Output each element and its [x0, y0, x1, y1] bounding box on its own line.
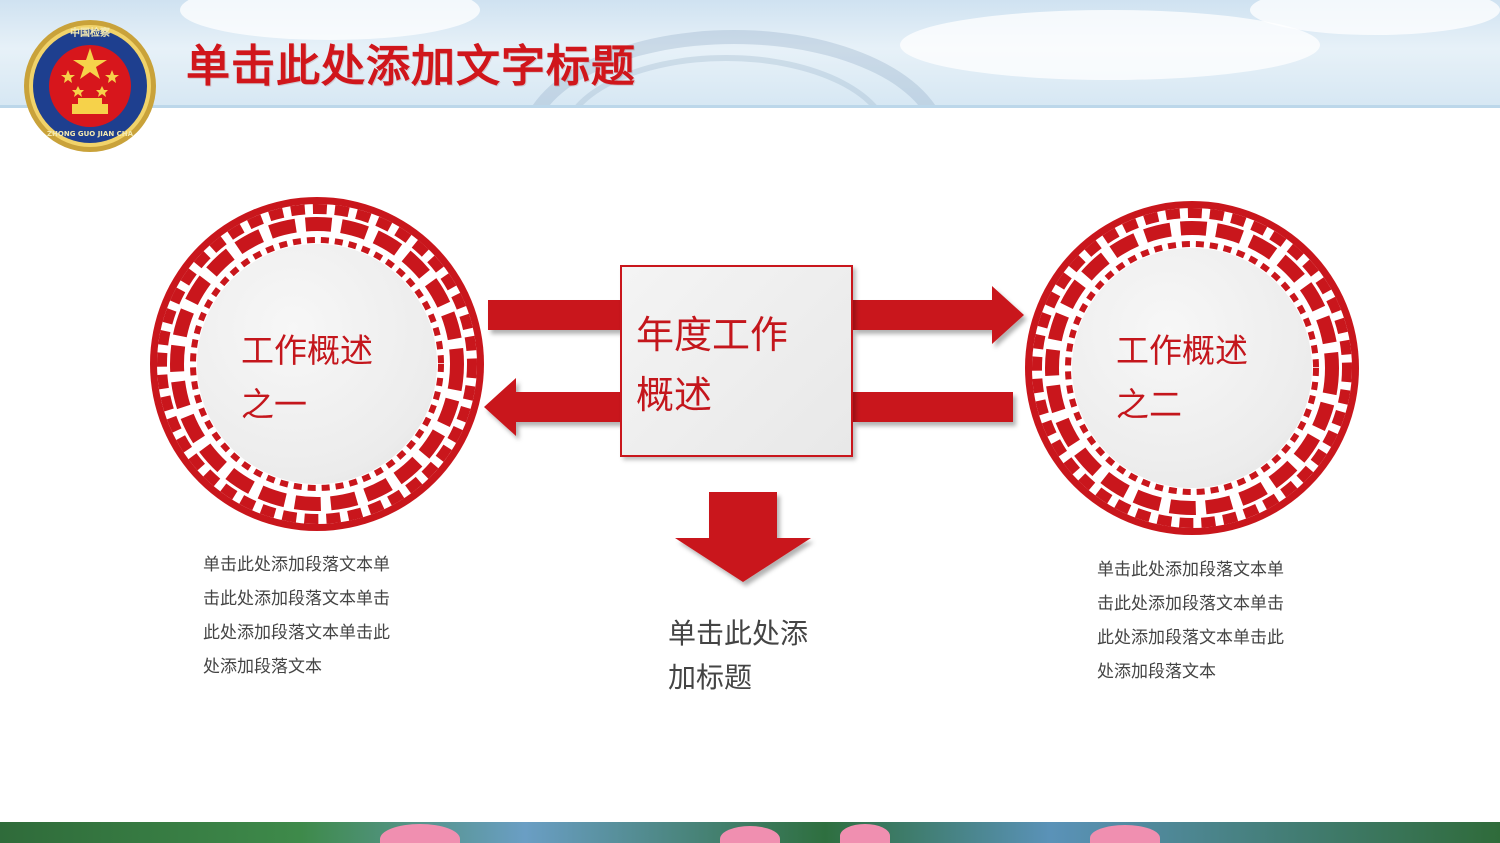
center-box-title[interactable]: 年度工作 概述 — [636, 313, 789, 417]
center-subtitle[interactable]: 单击此处添 加标题 — [668, 617, 809, 694]
emblem-ring-text: ZHONG GUO JIAN CHA — [46, 130, 134, 138]
lotus-decoration — [720, 826, 780, 843]
left-paragraph[interactable]: 单击此处添加段落文本单 击此处添加段落文本单击 此处添加段落文本单击此 处添加段… — [203, 555, 390, 677]
lotus-decoration — [380, 824, 460, 843]
medal-label-left[interactable]: 工作概述 之一 — [241, 331, 373, 424]
lotus-decoration — [1090, 825, 1160, 843]
procuratorate-emblem-logo: 中国检察 ZHONG GUO JIAN CHA — [22, 18, 158, 154]
medal-center-disc — [197, 244, 437, 484]
cloud-decoration — [900, 10, 1320, 80]
arrow-down — [675, 492, 811, 582]
papercut-medal-right: 工作概述 之二 — [1022, 198, 1362, 538]
arrow-right — [853, 286, 1024, 344]
right-paragraph[interactable]: 单击此处添加段落文本单 击此处添加段落文本单击 此处添加段落文本单击此 处添加段… — [1097, 560, 1284, 682]
arrow-bar-left-top — [488, 300, 620, 330]
footer-lotus-strip — [0, 822, 1500, 843]
center-summary-box: 年度工作 概述 — [620, 265, 853, 457]
medal-label-right[interactable]: 工作概述 之二 — [1116, 331, 1248, 424]
arrow-left — [484, 378, 620, 436]
medal-center-disc — [1072, 248, 1312, 488]
papercut-medal-left: 工作概述 之一 — [147, 194, 487, 534]
header-banner — [0, 0, 1500, 108]
emblem-top-text: 中国检察 — [70, 28, 110, 39]
page-title[interactable]: 单击此处添加文字标题 — [186, 41, 636, 92]
arrow-bar-right-bottom — [853, 392, 1013, 422]
lotus-decoration — [840, 824, 890, 843]
